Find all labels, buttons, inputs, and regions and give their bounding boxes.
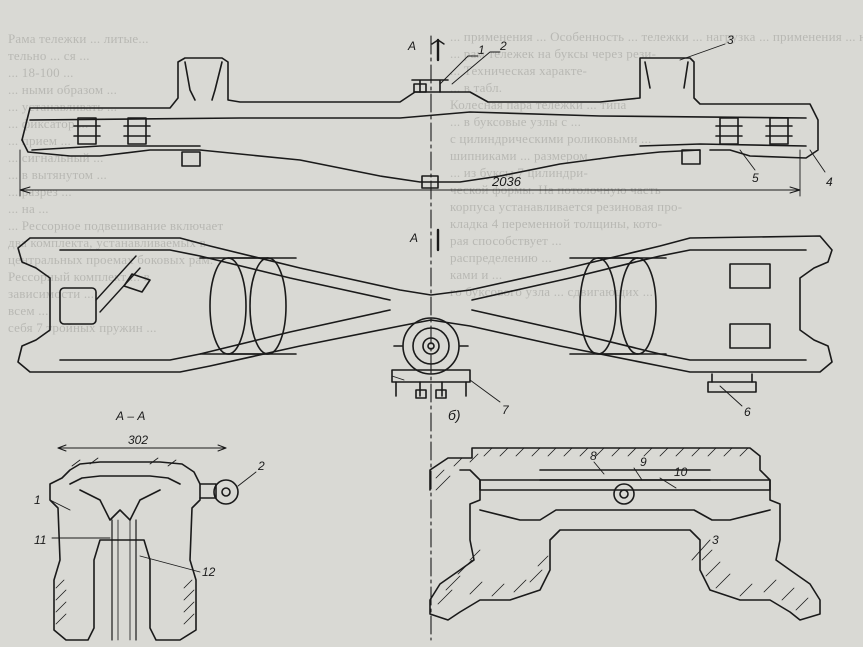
label-3-axlebox: 3 [712,533,719,547]
label-section-aa: А – А [115,409,145,423]
label-4: 4 [826,175,833,189]
label-10: 10 [674,465,688,479]
label-3-top: 3 [727,33,734,47]
label-dim-2036: 2036 [491,174,522,189]
side-frame-plan [17,235,833,407]
section-aa [49,444,257,641]
label-6: 6 [744,405,751,419]
axlebox-section [429,447,821,621]
label-2-top: 2 [499,39,507,53]
label-section-a-bottom: А [409,231,418,245]
label-view-b: б) [448,407,461,423]
label-section-a-top: А [407,39,416,53]
label-7: 7 [502,403,510,417]
label-9: 9 [640,455,647,469]
side-frame-elevation [21,57,819,189]
spring-seat-left [199,257,297,355]
label-5: 5 [752,171,759,185]
label-8: 8 [590,449,597,463]
label-dim-302: 302 [128,433,148,447]
spring-seat-right [569,257,667,355]
label-11: 11 [34,533,46,547]
label-1-top: 1 [478,43,485,57]
label-12: 12 [202,565,216,579]
label-1-section: 1 [34,493,41,507]
label-2-section: 2 [257,459,265,473]
